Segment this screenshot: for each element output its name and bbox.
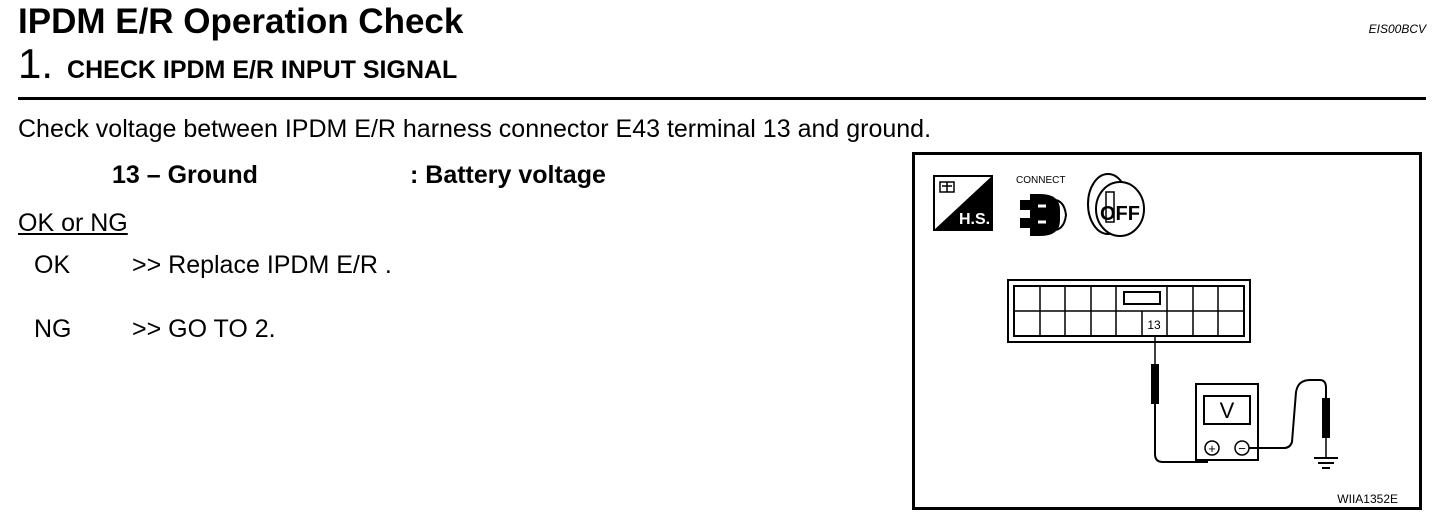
instruction-text: Check voltage between IPDM E/R harness c… — [18, 115, 932, 143]
voltmeter: V + − — [1195, 383, 1259, 461]
page-title: IPDM E/R Operation Check — [18, 2, 464, 41]
plus-terminal-sign: + — [1208, 441, 1216, 456]
figure-code: WIIA1352E — [1337, 492, 1398, 506]
harness-connector: 13 — [1007, 279, 1251, 343]
step-number: 1. — [18, 40, 54, 87]
hs-label: H.S. — [959, 211, 990, 228]
step-heading: 1. CHECK IPDM E/R INPUT SIGNAL — [18, 40, 457, 98]
spec-value: : Battery voltage — [410, 161, 606, 189]
result-ng-action: >> GO TO 2. — [132, 315, 276, 343]
positive-probe — [1151, 336, 1208, 463]
ignition-off-icon: OFF — [1087, 173, 1145, 237]
connector-lock-tab — [1123, 291, 1161, 305]
negative-probe — [1249, 379, 1330, 458]
result-ok-action: >> Replace IPDM E/R . — [132, 251, 392, 279]
terminal-13-label: 13 — [1147, 318, 1161, 332]
figure-frame — [912, 152, 1422, 510]
result-ng-label: NG — [34, 315, 72, 343]
ground-symbol — [1314, 457, 1338, 469]
section-divider — [18, 97, 1426, 100]
result-ok-label: OK — [34, 251, 71, 279]
off-label: OFF — [1100, 203, 1140, 225]
result-heading: OK or NG — [18, 209, 128, 237]
meter-label: V — [1220, 398, 1235, 423]
wiring-figure: H.S. CONNECT OFF — [912, 152, 1422, 510]
step-title: CHECK IPDM E/R INPUT SIGNAL — [67, 56, 458, 84]
spec-terminal: 13 – Ground — [112, 161, 258, 189]
voltage-check-diagram: H.S. CONNECT OFF — [912, 152, 1422, 510]
minus-terminal-sign: − — [1238, 441, 1246, 456]
connect-icon: CONNECT — [1016, 175, 1068, 236]
document-code: EIS00BCV — [1368, 22, 1426, 36]
connect-label: CONNECT — [1016, 175, 1065, 186]
harness-side-icon: H.S. — [933, 175, 993, 231]
